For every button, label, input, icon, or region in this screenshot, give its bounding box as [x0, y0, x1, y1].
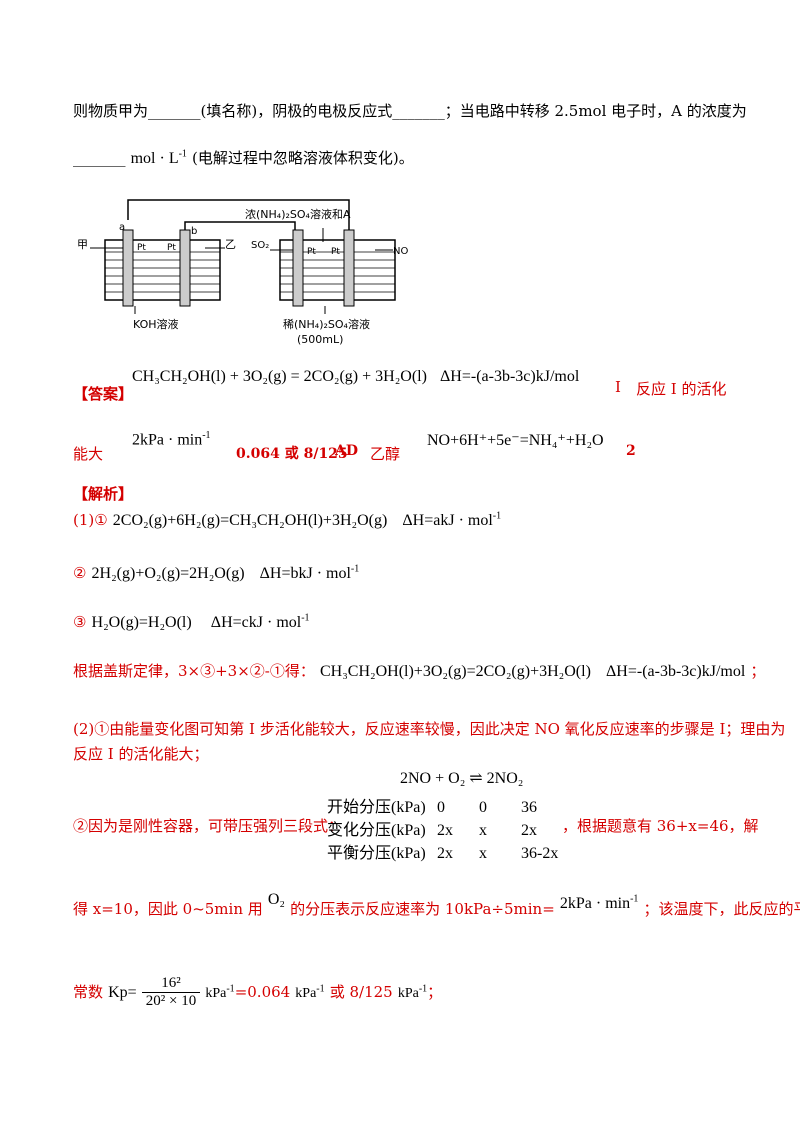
answer-conc: 2 [626, 443, 636, 459]
blank: _______ [73, 149, 126, 167]
answer-rate: 2kPa · min-1 [132, 430, 211, 449]
analysis-step3: ③ H₂O(g)=H₂O(l) ΔH=ckJ · mol-1 [73, 612, 310, 631]
ice-intro: ②因为是刚性容器，可带压强列三段式： [73, 817, 344, 835]
analysis-p2-line1: (2)①由能量变化图可知第 I 步活化能较大，反应速率较慢，因此决定 NO 氧化… [73, 720, 786, 738]
answer-reason-head: 反应 I 的活化 [636, 380, 727, 398]
answer-step: I [615, 378, 621, 396]
analysis-rate-line: 得 x=10，因此 0~5min 用 O₂ 的分压表示反应速率为 10kPa÷5… [73, 891, 800, 918]
answer-reason-tail: 能大 [73, 445, 104, 463]
label-so2: SO₂ [251, 240, 269, 251]
label-b: b [191, 226, 197, 237]
label-volume: (500mL) [297, 333, 343, 346]
answer-dh1: ΔH=-(a-3b-3c)kJ/mol [440, 368, 580, 385]
unit: mol · L-1 [130, 148, 187, 167]
label-koh: KOH溶液 [133, 317, 179, 331]
label-no: NO [393, 246, 408, 257]
answer-choice: AD [335, 443, 359, 459]
svg-text:Pt: Pt [307, 247, 316, 257]
answer-eq1: CH₃CH₂OH(l) + 3O₂(g) = 2CO₂(g) + 3H₂O(l) [132, 368, 427, 385]
ice-equation: 2NO + O₂ ⇌ 2NO₂ [400, 770, 524, 787]
label-dilute: 稀(NH₄)₂SO₄溶液 [283, 317, 370, 331]
question-line-2: _______ mol · L-1 (电解过程中忽略溶液体积变化)。 [73, 147, 414, 168]
analysis-step2: ② 2H₂(g)+O₂(g)=2H₂O(g) ΔH=bkJ · mol-1 [73, 563, 360, 582]
svg-text:Pt: Pt [137, 243, 146, 253]
label-a: a [119, 222, 125, 233]
label-top: 浓(NH₄)₂SO₄溶液和A [245, 207, 351, 221]
label-jia: 甲 [77, 238, 88, 251]
analysis-hess: 根据盖斯定律，3×③+3×②-①得： CH₃CH₂OH(l)+3O₂(g)=2C… [73, 662, 766, 680]
label-yi: 乙 [225, 238, 236, 251]
svg-text:Pt: Pt [167, 243, 176, 253]
ice-conclusion: ，根据题意有 36+x=46，解 [562, 817, 759, 835]
question-line-1: 则物质甲为_______(填名称)，阴极的电极反应式_______；当电路中转移… [73, 102, 747, 120]
answer-cathode: NO+6H⁺+5e⁻=NH₄⁺+H₂O [427, 432, 604, 449]
analysis-p2-line2: 反应 I 的活化能大； [73, 745, 209, 763]
answer-kp: 0.064 或 8/125 [236, 446, 348, 462]
answer-tag: 【答案】 [73, 385, 134, 403]
svg-text:Pt: Pt [331, 247, 340, 257]
analysis-step1: (1)① 2CO₂(g)+6H₂(g)=CH₃CH₂OH(l)+3H₂O(g) … [73, 510, 502, 529]
note: (电解过程中忽略溶液体积变化)。 [192, 149, 414, 167]
electrochemical-cell-diagram: 浓(NH₄)₂SO₄溶液和A a b 甲 乙 SO₂ NO Pt Pt Pt P… [77, 199, 408, 346]
analysis-tag: 【解析】 [73, 485, 134, 503]
answer-substance: 乙醇 [370, 445, 401, 463]
